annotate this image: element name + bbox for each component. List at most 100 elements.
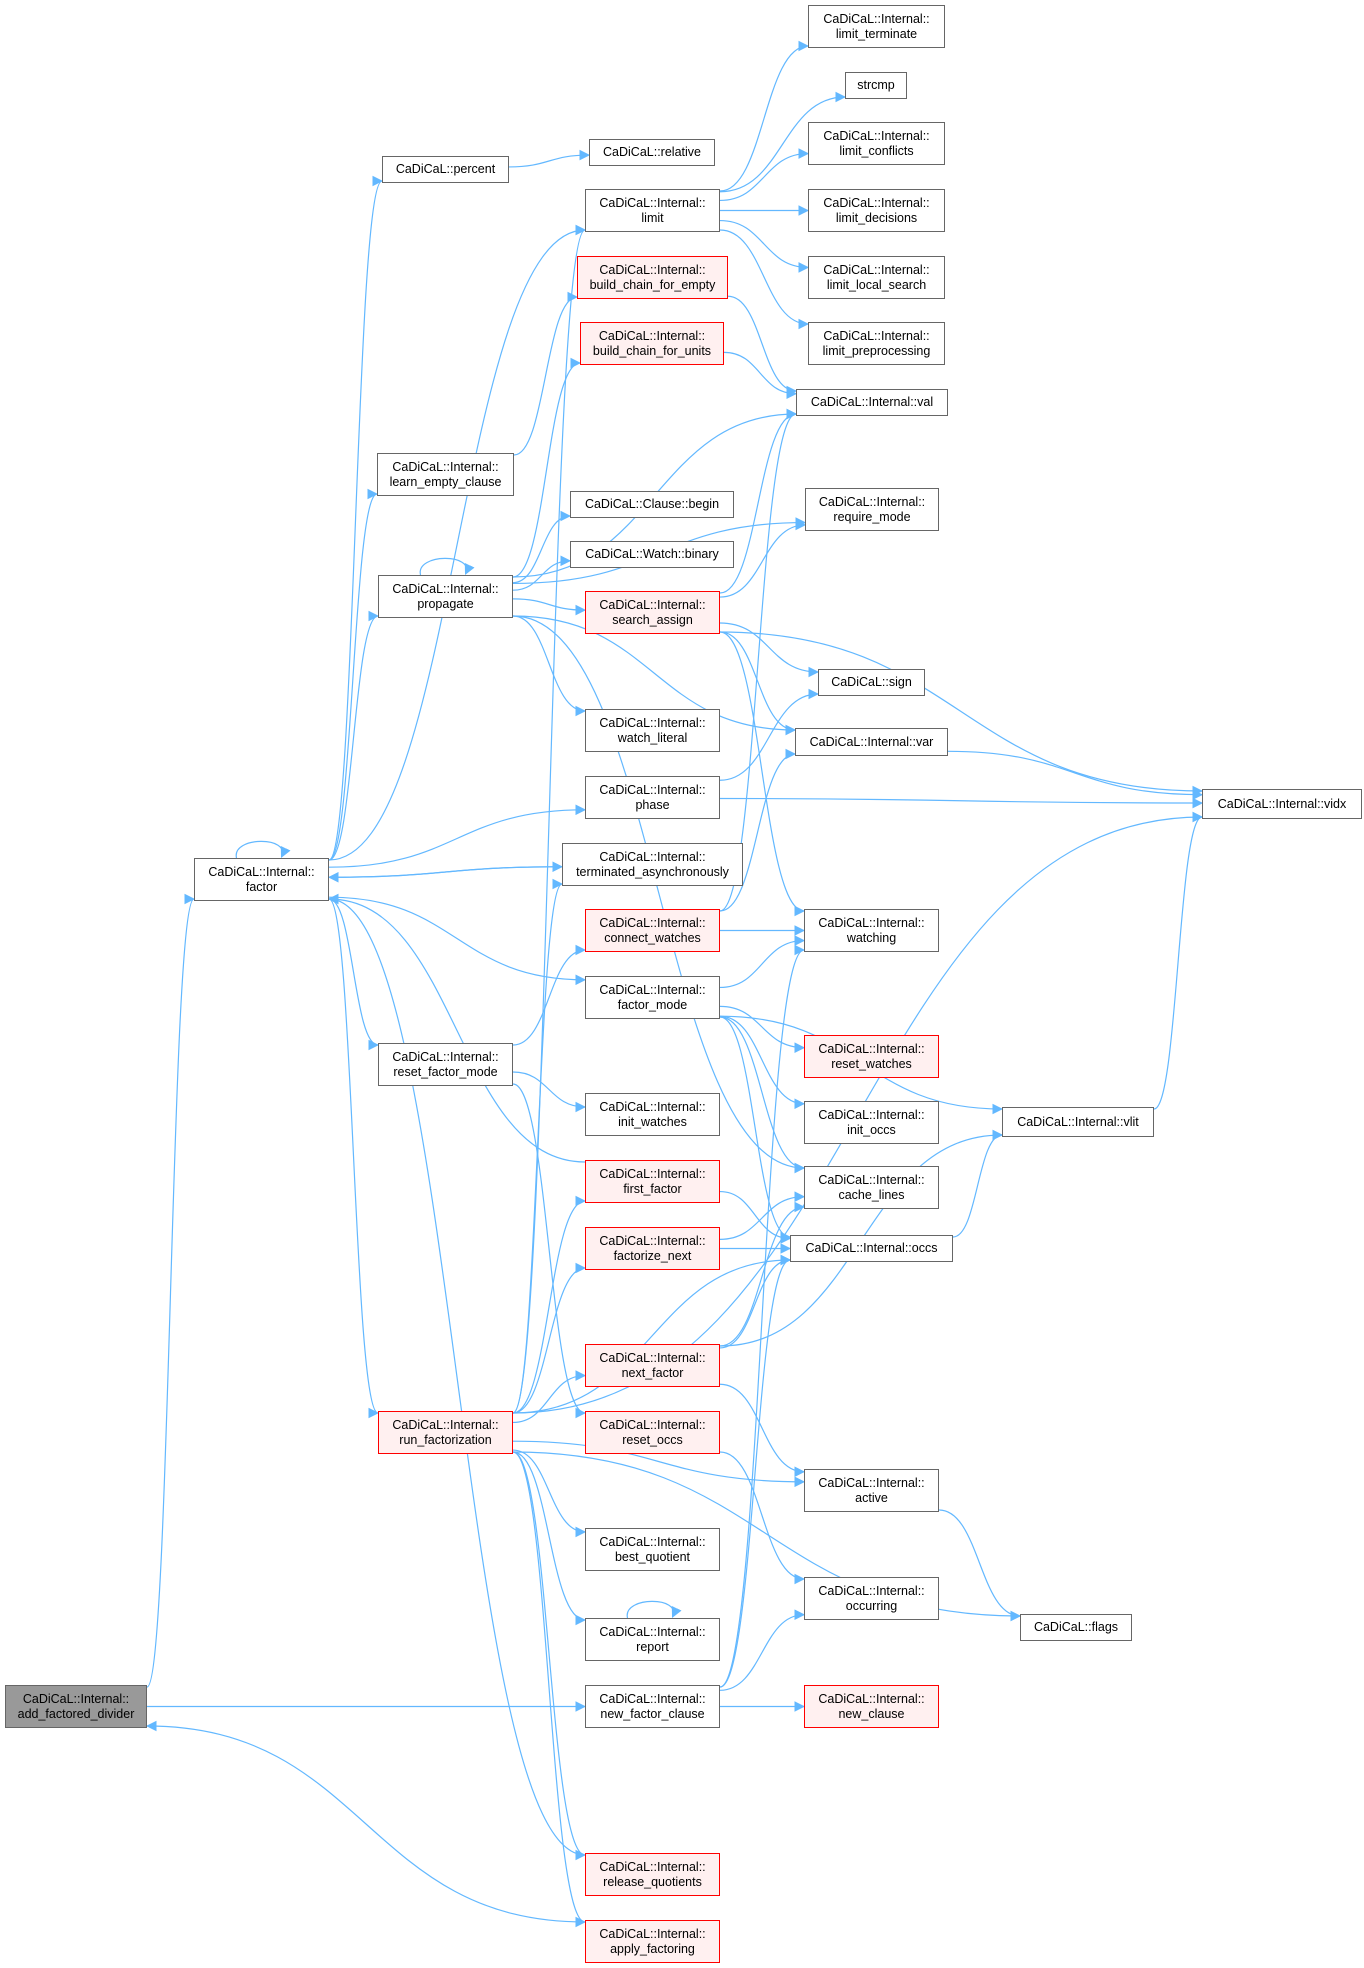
node-function: connect_watches — [604, 930, 701, 945]
node-report[interactable]: CaDiCaL::Internal::report — [585, 1618, 720, 1661]
node-namespace: CaDiCaL::Internal:: — [599, 195, 706, 210]
node-function: factorize_next — [613, 1248, 692, 1263]
node-function: new_factor_clause — [600, 1706, 705, 1721]
node-namespace: CaDiCaL::Internal:: — [823, 262, 930, 277]
edge-active-to-flags — [938, 1509, 1022, 1622]
node-release-quotients[interactable]: CaDiCaL::Internal::release_quotients — [585, 1853, 720, 1896]
node-require-mode[interactable]: CaDiCaL::Internal::require_mode — [805, 488, 939, 531]
node-propagate[interactable]: CaDiCaL::Internal::propagate — [378, 575, 513, 618]
node-namespace: CaDiCaL::Internal:: — [818, 1583, 925, 1598]
node-limit-terminate[interactable]: CaDiCaL::Internal::limit_terminate — [808, 5, 945, 48]
node-limit-conflicts[interactable]: CaDiCaL::Internal::limit_conflicts — [808, 122, 945, 165]
node-occurring[interactable]: CaDiCaL::Internal::occurring — [804, 1577, 939, 1620]
node-namespace: CaDiCaL::Internal:: — [818, 1107, 925, 1122]
node-var[interactable]: CaDiCaL::Internal::var — [795, 728, 948, 756]
node-watch-literal[interactable]: CaDiCaL::Internal::watch_literal — [585, 709, 720, 752]
edge-search_assign-to-vidx — [719, 631, 1204, 797]
node-reset-watches[interactable]: CaDiCaL::Internal::reset_watches — [804, 1035, 939, 1078]
node-strcmp[interactable]: strcmp — [845, 72, 907, 99]
edge-run_factorization-to-report — [512, 1451, 587, 1626]
node-function: limit_conflicts — [839, 143, 914, 158]
edge-propagate-to-watch_literal — [512, 615, 587, 717]
node-learn-empty-clause[interactable]: CaDiCaL::Internal::learn_empty_clause — [377, 453, 514, 496]
edge-factor-to-learn_empty_clause — [328, 488, 379, 861]
node-label: CaDiCaL::Clause::begin — [584, 497, 720, 511]
node-namespace: CaDiCaL::Internal:: — [823, 328, 930, 343]
node-connect-watches[interactable]: CaDiCaL::Internal::connect_watches — [585, 909, 720, 952]
node-namespace: CaDiCaL::Internal:: — [22, 1691, 130, 1706]
node-reset-factor-mode[interactable]: CaDiCaL::Internal::reset_factor_mode — [378, 1043, 513, 1086]
node-percent[interactable]: CaDiCaL::percent — [382, 156, 509, 183]
edge-run_factorization-to-limit — [512, 224, 587, 1414]
node-best-quotient[interactable]: CaDiCaL::Internal::best_quotient — [585, 1528, 720, 1571]
node-namespace: CaDiCaL::Internal:: — [599, 915, 706, 930]
edge-reset_factor_mode-to-reset_occs — [512, 1083, 587, 1419]
node-sign[interactable]: CaDiCaL::sign — [818, 669, 925, 696]
edge-run_factorization-to-active — [512, 1440, 806, 1488]
edge-search_assign-to-require_mode — [719, 519, 807, 598]
node-terminated-asynchronously[interactable]: CaDiCaL::Internal::terminated_asynchrono… — [562, 843, 743, 886]
node-limit-preprocessing[interactable]: CaDiCaL::Internal::limit_preprocessing — [808, 322, 945, 365]
node-watch-binary[interactable]: CaDiCaL::Watch::binary — [570, 541, 734, 568]
node-clause-begin[interactable]: CaDiCaL::Clause::begin — [570, 491, 734, 518]
node-limit-local-search[interactable]: CaDiCaL::Internal::limit_local_search — [808, 256, 945, 299]
node-vlit[interactable]: CaDiCaL::Internal::vlit — [1002, 1107, 1154, 1137]
node-namespace: CaDiCaL::Internal:: — [599, 849, 706, 864]
edge-factor_mode-to-watching — [719, 935, 806, 989]
node-new-factor-clause[interactable]: CaDiCaL::Internal::new_factor_clause — [585, 1685, 720, 1728]
node-search-assign[interactable]: CaDiCaL::Internal::search_assign — [585, 591, 720, 634]
node-occs[interactable]: CaDiCaL::Internal::occs — [790, 1235, 953, 1262]
node-flags[interactable]: CaDiCaL::flags — [1020, 1614, 1132, 1641]
node-limit-decisions[interactable]: CaDiCaL::Internal::limit_decisions — [808, 189, 945, 232]
edge-new_factor_clause-to-watching — [719, 944, 806, 1688]
node-limit[interactable]: CaDiCaL::Internal::limit — [585, 189, 720, 232]
edge-first_factor-to-occs — [719, 1190, 792, 1244]
edge-percent-to-relative — [508, 149, 591, 168]
node-function: phase — [635, 797, 670, 812]
node-build-chain-for-units[interactable]: CaDiCaL::Internal::build_chain_for_units — [580, 322, 724, 365]
edge-run_factorization-to-terminated_asynchronously — [512, 878, 564, 1414]
node-function: propagate — [417, 596, 474, 611]
edge-next_factor-to-active — [719, 1383, 806, 1478]
node-active[interactable]: CaDiCaL::Internal::active — [804, 1469, 939, 1512]
edge-run_factorization-to-first_factor — [512, 1195, 587, 1414]
node-apply-factoring[interactable]: CaDiCaL::Internal::apply_factoring — [585, 1920, 720, 1963]
node-new-clause[interactable]: CaDiCaL::Internal::new_clause — [804, 1685, 939, 1728]
node-add-factored-divider[interactable]: CaDiCaL::Internal::add_factored_divider — [5, 1685, 147, 1728]
node-namespace: CaDiCaL::Internal:: — [392, 581, 499, 596]
edge-vlit-to-vidx — [1153, 811, 1204, 1110]
node-label: CaDiCaL::Internal::var — [809, 734, 934, 749]
node-function: occurring — [845, 1598, 898, 1613]
node-watching[interactable]: CaDiCaL::Internal::watching — [804, 909, 939, 952]
node-reset-occs[interactable]: CaDiCaL::Internal::reset_occs — [585, 1411, 720, 1454]
node-function: terminated_asynchronously — [576, 864, 729, 879]
node-factorize-next[interactable]: CaDiCaL::Internal::factorize_next — [585, 1227, 720, 1270]
node-namespace: CaDiCaL::Internal:: — [598, 328, 706, 343]
edge-connect_watches-to-val — [719, 408, 798, 912]
node-run-factorization[interactable]: CaDiCaL::Internal::run_factorization — [378, 1411, 513, 1454]
node-relative[interactable]: CaDiCaL::relative — [589, 139, 715, 166]
node-cache-lines[interactable]: CaDiCaL::Internal::cache_lines — [804, 1166, 939, 1209]
node-factor[interactable]: CaDiCaL::Internal::factor — [194, 858, 329, 901]
edge-var-to-vidx — [947, 750, 1204, 801]
node-vidx[interactable]: CaDiCaL::Internal::vidx — [1202, 789, 1362, 819]
edge-factor-to-phase — [328, 804, 587, 868]
node-namespace: CaDiCaL::Internal:: — [599, 1099, 706, 1114]
node-build-chain-for-empty[interactable]: CaDiCaL::Internal::build_chain_for_empty — [577, 256, 728, 299]
node-factor-mode[interactable]: CaDiCaL::Internal::factor_mode — [585, 976, 720, 1019]
node-phase[interactable]: CaDiCaL::Internal::phase — [585, 776, 720, 819]
node-val[interactable]: CaDiCaL::Internal::val — [796, 389, 948, 416]
node-function: search_assign — [612, 612, 693, 627]
node-next-factor[interactable]: CaDiCaL::Internal::next_factor — [585, 1344, 720, 1387]
node-function: best_quotient — [614, 1549, 691, 1564]
node-init-occs[interactable]: CaDiCaL::Internal::init_occs — [804, 1101, 939, 1144]
node-first-factor[interactable]: CaDiCaL::Internal::first_factor — [585, 1160, 720, 1203]
node-function: limit_local_search — [826, 277, 927, 292]
node-namespace: CaDiCaL::Internal:: — [599, 1691, 706, 1706]
edge-release_quotients-to-factor — [327, 893, 586, 1856]
node-init-watches[interactable]: CaDiCaL::Internal::init_watches — [585, 1093, 720, 1136]
node-namespace: CaDiCaL::Internal:: — [599, 1926, 706, 1941]
edge-propagate-to-search_assign — [512, 598, 587, 616]
node-function: new_clause — [838, 1706, 905, 1721]
edge-build_chain_for_units-to-val — [723, 351, 798, 400]
